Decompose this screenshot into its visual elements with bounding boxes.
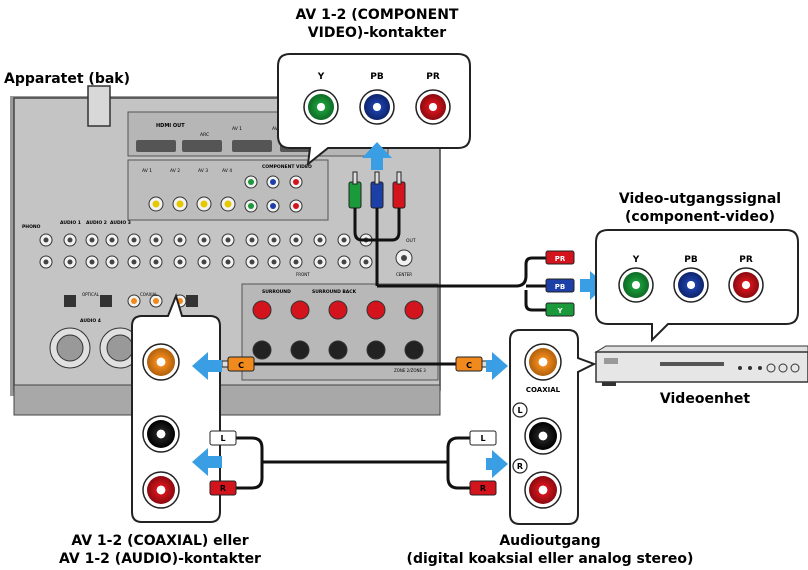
panel-surround-label: SURROUND xyxy=(262,289,291,295)
audio-output-title: Audioutgang (digital koaksial eller anal… xyxy=(390,532,710,568)
panel-av3-label: AV 3 xyxy=(198,168,208,174)
audio-output-title-line1: Audioutgang xyxy=(499,533,601,549)
plug-pr-label: PR xyxy=(555,255,566,263)
video-device-label: Videoenhet xyxy=(659,391,751,407)
video-out-y-label: Y xyxy=(632,255,640,265)
video-device xyxy=(594,345,808,386)
video-cable-plugs xyxy=(545,250,575,317)
stereo-plug-left-r-label: R xyxy=(220,484,226,493)
panel-audio4-label: AUDIO 4 xyxy=(80,318,101,324)
coax-plug-left-label: C xyxy=(238,361,244,370)
video-out-callout xyxy=(595,229,799,343)
panel-audio1-label: AUDIO 1 xyxy=(60,220,81,226)
left-arrow-icon xyxy=(192,352,222,476)
device-audio-callout xyxy=(509,329,597,525)
component-y-label: Y xyxy=(317,72,325,82)
plug-y-label: Y xyxy=(556,307,563,315)
panel-av2b-label: AV 2 xyxy=(170,168,180,174)
video-output-title-line1: Video-utgangssignal xyxy=(618,191,782,207)
coax-plug-right-label: C xyxy=(466,361,472,370)
up-arrow-icon xyxy=(362,142,392,170)
stereo-plug-left-l-label: L xyxy=(220,434,225,443)
right-arrow-icon xyxy=(580,271,606,300)
component-plugs xyxy=(348,171,406,286)
audio-output-title-line2: (digital koaksial eller analog stereo) xyxy=(406,551,694,567)
device-right-label: R xyxy=(517,462,523,471)
device-coaxial-label: COAXIAL xyxy=(526,386,561,394)
component-title: AV 1-2 (COMPONENT VIDEO)-kontakter xyxy=(254,6,500,42)
stereo-cable xyxy=(209,430,497,496)
video-output-title-line2: (component-video) xyxy=(625,209,775,225)
panel-zone2-label: ZONE 2/ZONE 3 xyxy=(394,368,426,373)
video-output-title: Video-utgangssignal (component-video) xyxy=(600,190,800,226)
panel-surround-back-label: SURROUND BACK xyxy=(312,289,357,295)
panel-front-label: FRONT xyxy=(296,272,310,277)
receiver-label: Apparatet (bak) xyxy=(4,71,131,87)
panel-audio3-label: AUDIO 3 xyxy=(110,220,131,226)
panel-av1b-label: AV 1 xyxy=(142,168,152,174)
receiver-audio-jacks-title: AV 1-2 (COAXIAL) eller AV 1-2 (AUDIO)-ko… xyxy=(40,532,280,568)
stereo-plug-right-l-label: L xyxy=(480,434,485,443)
panel-out-label: OUT xyxy=(406,238,416,244)
video-out-pr-label: PR xyxy=(739,255,753,265)
panel-component-video-label: COMPONENT VIDEO xyxy=(262,164,312,170)
component-jack-callout xyxy=(277,53,471,167)
coaxial-cable xyxy=(221,356,489,372)
panel-phono-label: PHONO xyxy=(22,224,41,230)
panel-coaxial-label: COAXIAL xyxy=(140,292,158,297)
right-arrow-audio-icon xyxy=(486,352,508,478)
receiver-audio-jacks-line2: AV 1-2 (AUDIO)-kontakter xyxy=(59,551,261,567)
panel-arc-label: ARC xyxy=(200,132,209,138)
panel-center-label: CENTER xyxy=(396,272,412,277)
panel-av1-label: AV 1 xyxy=(232,126,242,132)
panel-optical-label: OPTICAL xyxy=(82,292,100,297)
stereo-plug-right-r-label: R xyxy=(480,484,486,493)
component-pr-label: PR xyxy=(426,72,440,82)
component-title-line2: VIDEO)-kontakter xyxy=(307,25,447,41)
receiver-audio-callout xyxy=(131,292,221,523)
panel-audio2-label: AUDIO 2 xyxy=(86,220,107,226)
component-pb-label: PB xyxy=(370,72,384,82)
receiver-audio-jacks-line1: AV 1-2 (COAXIAL) eller xyxy=(71,533,249,549)
video-out-pb-label: PB xyxy=(684,255,698,265)
panel-hdmi-out-label: HDMI OUT xyxy=(156,123,185,129)
component-title-line1: AV 1-2 (COMPONENT xyxy=(295,7,459,23)
panel-av4-label: AV 4 xyxy=(222,168,232,174)
device-left-label: L xyxy=(517,406,522,415)
plug-pb-label: PB xyxy=(555,283,565,291)
